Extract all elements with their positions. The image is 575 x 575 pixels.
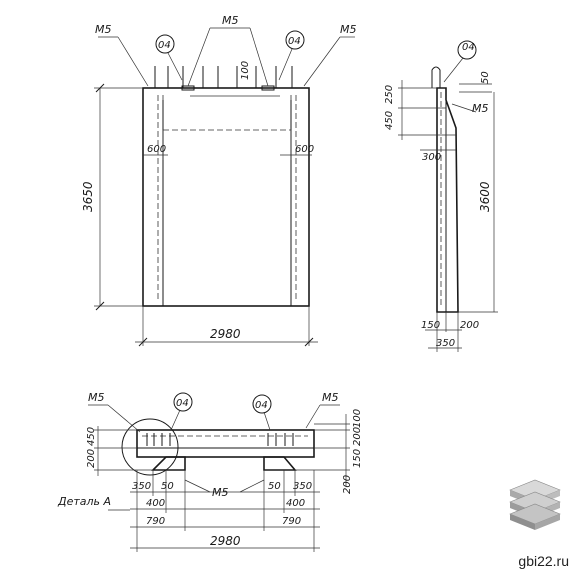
side-dim-450: 450: [384, 111, 395, 130]
side-dim-200: 200: [460, 320, 479, 331]
plan-dim-50-right: 50: [268, 481, 281, 492]
plan-dim-450-a: 450: [86, 427, 97, 446]
front-circle-left-label: 04: [158, 40, 171, 51]
front-m5-right-label: M5: [340, 23, 357, 36]
plan-dim-350-left: 350: [132, 481, 151, 492]
watermark-text: gbi22.ru: [518, 553, 569, 569]
side-dim-3600: 3600: [478, 181, 492, 212]
plan-dim-200-bottom: 200: [342, 475, 353, 494]
plan-m5-bottom-label: M5: [212, 486, 229, 499]
front-dim-100: 100: [240, 61, 251, 80]
front-dim-600-right: 600: [295, 144, 314, 155]
plan-circle-left-label: 04: [176, 398, 189, 409]
plan-detail-label: Деталь А: [57, 495, 111, 508]
side-view: 04 50 250 M5 450 300 3600 150 200 350: [384, 40, 498, 352]
plan-m5-left-label: M5: [88, 391, 105, 404]
plan-dim-200-right: 200: [352, 427, 363, 446]
plan-view: M5 04 04 M5 100 450 200 200 150 200 350 …: [57, 391, 363, 552]
front-circle-right-label: 04: [288, 36, 301, 47]
plan-dim-50-left: 50: [161, 481, 174, 492]
plan-dim-790-right: 790: [282, 516, 301, 527]
side-dim-150: 150: [421, 320, 440, 331]
plan-dim-350-right: 350: [293, 481, 312, 492]
side-dim-50: 50: [480, 71, 491, 84]
side-dim-300: 300: [422, 152, 441, 163]
plan-m5-right-label: M5: [322, 391, 339, 404]
front-dim-width: 2980: [210, 327, 241, 341]
plan-dim-400-right: 400: [286, 498, 305, 509]
slabs-logo-icon: [509, 479, 561, 530]
side-m5-label: M5: [472, 102, 489, 115]
plan-dim-400-left: 400: [146, 498, 165, 509]
front-view: M5 M5 M5 04 04 100 600 600 3650 2980: [81, 14, 357, 347]
plan-dim-100: 100: [352, 409, 363, 428]
side-circle-label: 04: [462, 42, 475, 53]
plan-dim-200-left: 200: [86, 449, 97, 468]
side-dim-350: 350: [436, 338, 455, 349]
front-m5-top-label: M5: [222, 14, 239, 27]
front-m5-left-label: M5: [95, 23, 112, 36]
front-dim-height: 3650: [81, 181, 95, 212]
front-dim-600-left: 600: [147, 144, 166, 155]
side-dim-250: 250: [384, 85, 395, 104]
plan-dim-150: 150: [352, 449, 363, 468]
plan-circle-right-label: 04: [255, 400, 268, 411]
plan-dim-2980: 2980: [210, 534, 241, 548]
plan-dim-790-left: 790: [146, 516, 165, 527]
